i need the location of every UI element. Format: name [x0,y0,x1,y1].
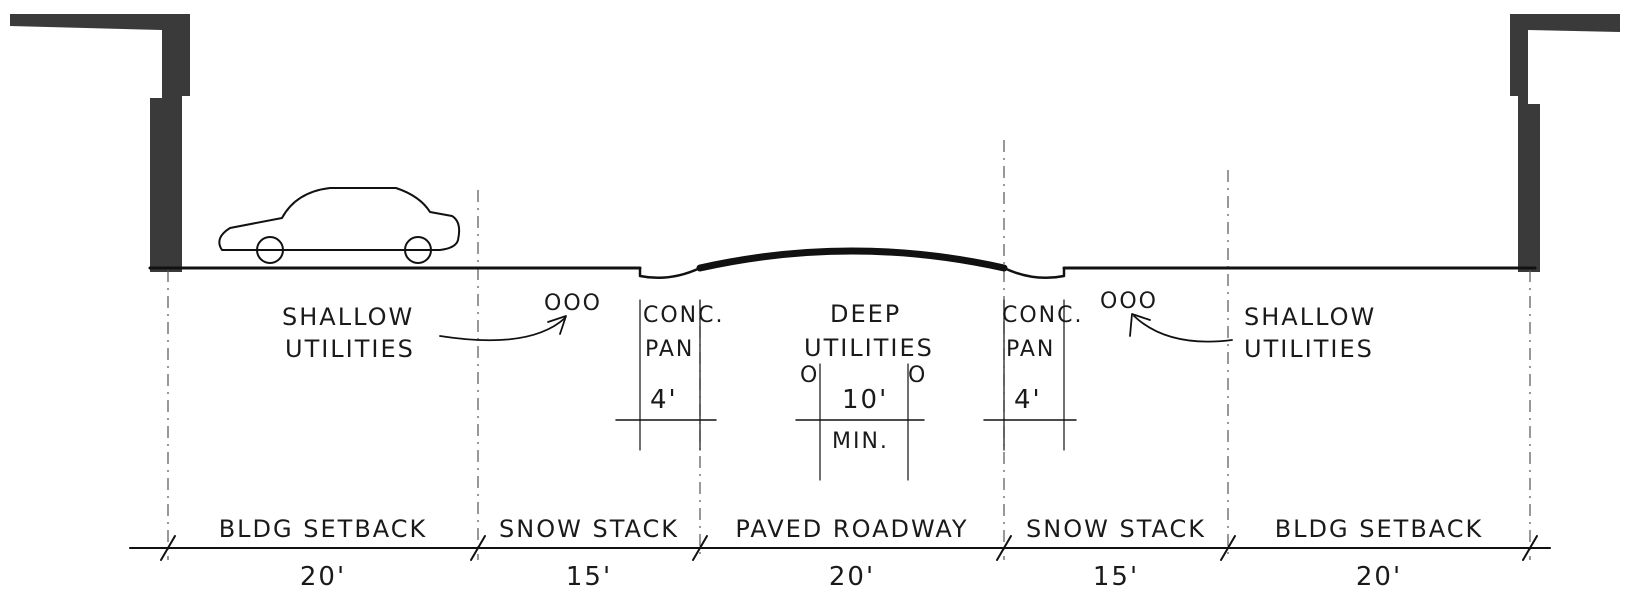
zone-label-2: SNOW STACK [499,515,679,543]
dimension-tick-3 [692,535,708,561]
dimension-tick-2 [470,535,486,561]
zone-dimension-1: 20' [300,562,346,592]
dimension-ticks [160,535,1538,561]
deep-spacing-dimension: 10' [842,385,888,415]
deep-pipe-right: O [908,363,927,388]
overall-dimension-line [129,535,1551,561]
car-sketch [218,187,461,264]
zone-label-1: BLDG SETBACK [219,515,428,543]
zone-label-4: SNOW STACK [1026,515,1206,543]
zone-labels: BLDG SETBACK 20' SNOW STACK 15' PAVED ROADWA… [219,515,1484,592]
conc-pan-right-line1: CONC. [1002,303,1084,328]
conc-pan-right: CONC. PAN 4' [983,299,1084,451]
shallow-utilities-right-line1: SHALLOW [1244,303,1376,331]
zone-dimension-5: 20' [1356,562,1402,592]
zone-dimension-2: 15' [566,562,612,592]
pan-right-dimension: 4' [1014,385,1042,415]
deep-utilities: DEEP UTILITIES O O 10' MIN. [795,300,934,481]
deep-spacing-note: MIN. [832,429,889,454]
dimension-tick-4 [996,535,1012,561]
conc-pan-left-line1: CONC. [643,303,725,328]
dimension-tick-6 [1522,535,1538,561]
shallow-utilities-left-line1: SHALLOW [282,303,414,331]
dimension-tick-5 [1220,535,1236,561]
zone-label-3: PAVED ROADWAY [735,515,968,543]
shallow-utilities-left: SHALLOW UTILITIES OOO [282,291,602,363]
conc-pan-left: CONC. PAN 4' [615,299,725,451]
dimension-tick-1 [160,535,176,561]
conc-pan-left-line2: PAN [645,337,694,362]
deep-pipe-left: O [800,363,819,388]
pan-left-dimension: 4' [650,385,678,415]
shallow-utilities-right: OOO SHALLOW UTILITIES [1100,289,1376,363]
deep-utilities-line1: DEEP [830,300,901,328]
right-building-wall [1510,14,1620,272]
conc-pan-right-line2: PAN [1006,337,1055,362]
pipe-marks-right: OOO [1100,289,1158,314]
deep-utilities-line2: UTILITIES [804,334,934,362]
pipe-marks-left: OOO [544,291,602,316]
ground-profile [148,247,1537,279]
zone-dimension-4: 15' [1093,562,1139,592]
shallow-utilities-right-line2: UTILITIES [1244,335,1374,363]
zone-dimension-3: 20' [829,562,875,592]
left-building-wall [10,14,190,272]
zone-label-5: BLDG SETBACK [1275,515,1484,543]
shallow-utilities-left-line2: UTILITIES [285,335,415,363]
